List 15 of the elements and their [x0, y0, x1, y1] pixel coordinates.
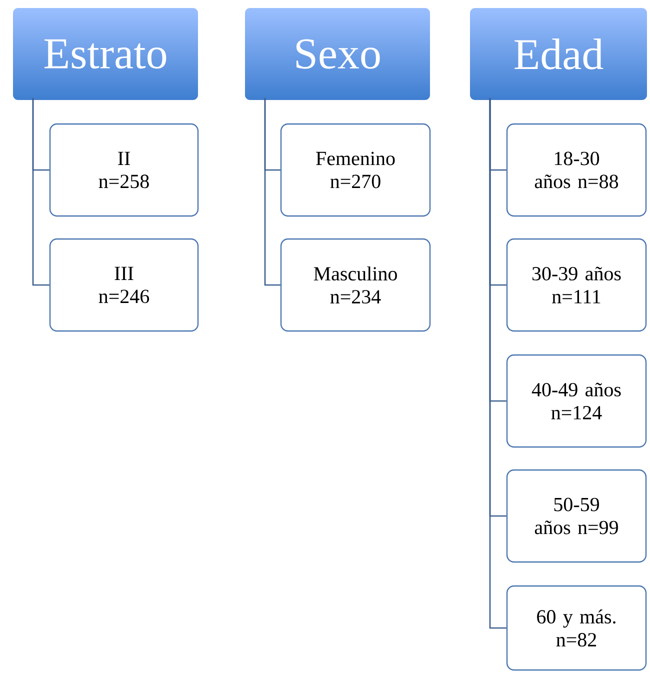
category-box: Masculino n=234: [280, 238, 431, 332]
category-header: Sexo: [296, 39, 380, 69]
category-box: 30-39 años n=111: [506, 238, 647, 332]
category-header: Edad: [514, 38, 604, 70]
category-box: 40-49 años n=124: [506, 354, 647, 448]
category-box: 50-59 años n=99: [506, 469, 647, 563]
connector-line: [489, 98, 506, 629]
category-header: Estrato: [44, 39, 166, 69]
connector-line: [264, 98, 280, 286]
connector-line: [32, 98, 50, 286]
category-box: 18-30 años n=88: [506, 123, 647, 217]
category-box: III n=246: [49, 238, 199, 332]
category-box: 60 y más. n=82: [506, 585, 647, 671]
category-box: Femenino n=270: [280, 123, 431, 217]
category-box: II n=258: [49, 123, 199, 217]
